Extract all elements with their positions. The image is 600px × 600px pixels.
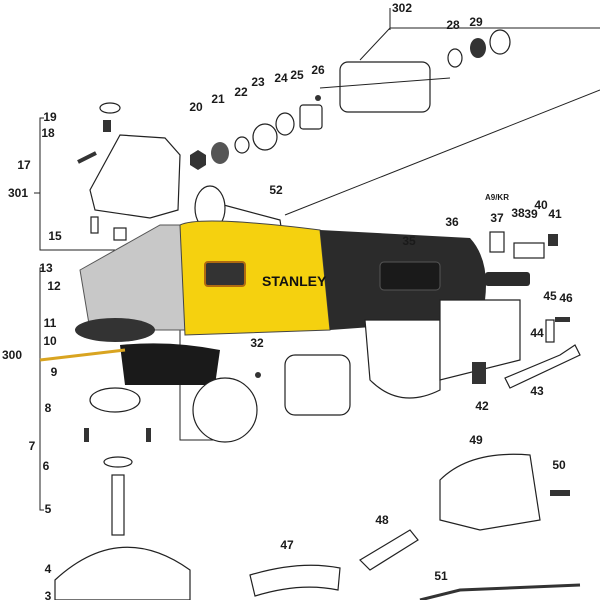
part-label-46: 46 — [559, 291, 573, 305]
part-label-22: 22 — [234, 85, 248, 99]
part-label-47: 47 — [280, 538, 294, 552]
part-label-52: 52 — [269, 183, 283, 197]
part-label-9: 9 — [51, 365, 58, 379]
part-label-7: 7 — [29, 439, 36, 453]
part-label-24: 24 — [274, 71, 288, 85]
part-label-18: 18 — [41, 126, 55, 140]
part-label-37: 37 — [490, 211, 504, 225]
part-label-26: 26 — [311, 63, 325, 77]
part-label-48: 48 — [375, 513, 389, 527]
part-label-a9-kr: A9/KR — [485, 193, 509, 202]
part-label-15: 15 — [48, 229, 62, 243]
part-label-42: 42 — [475, 399, 489, 413]
brand-logo: STANLEY — [262, 273, 327, 289]
part-label-39: 39 — [524, 207, 538, 221]
part-label-38: 38 — [511, 206, 525, 220]
part-label-5: 5 — [45, 502, 52, 516]
part-label-43: 43 — [530, 384, 544, 398]
part-label-12: 12 — [47, 279, 61, 293]
part-label-41: 41 — [548, 207, 562, 221]
part-label-17: 17 — [17, 158, 31, 172]
gear-case-part — [77, 102, 181, 241]
part-label-302: 302 — [392, 1, 412, 15]
part-label-19: 19 — [43, 110, 57, 124]
part-label-51: 51 — [434, 569, 448, 583]
part-label-32: 32 — [250, 336, 264, 350]
part-label-50: 50 — [552, 458, 566, 472]
armature-part — [319, 29, 511, 113]
part-label-44: 44 — [530, 326, 544, 340]
part-label-35: 35 — [402, 234, 416, 248]
gear-parts — [190, 95, 323, 170]
part-label-8: 8 — [45, 401, 52, 415]
lower-parts — [54, 231, 581, 600]
part-label-23: 23 — [251, 75, 265, 89]
part-label-300: 300 — [2, 348, 22, 362]
bracket-lines — [34, 8, 600, 511]
part-label-29: 29 — [469, 15, 483, 29]
part-label-13: 13 — [39, 261, 53, 275]
part-label-11: 11 — [44, 316, 57, 330]
part-label-20: 20 — [189, 100, 203, 114]
part-label-301: 301 — [8, 186, 28, 200]
part-label-49: 49 — [469, 433, 483, 447]
part-label-40: 40 — [534, 198, 548, 212]
part-label-6: 6 — [43, 459, 50, 473]
part-label-25: 25 — [290, 68, 304, 82]
part-label-21: 21 — [211, 92, 225, 106]
part-label-4: 4 — [45, 562, 52, 576]
part-label-45: 45 — [543, 289, 557, 303]
part-label-3: 3 — [45, 589, 52, 600]
part-label-36: 36 — [445, 215, 459, 229]
part-label-10: 10 — [43, 334, 57, 348]
part-label-28: 28 — [446, 18, 460, 32]
